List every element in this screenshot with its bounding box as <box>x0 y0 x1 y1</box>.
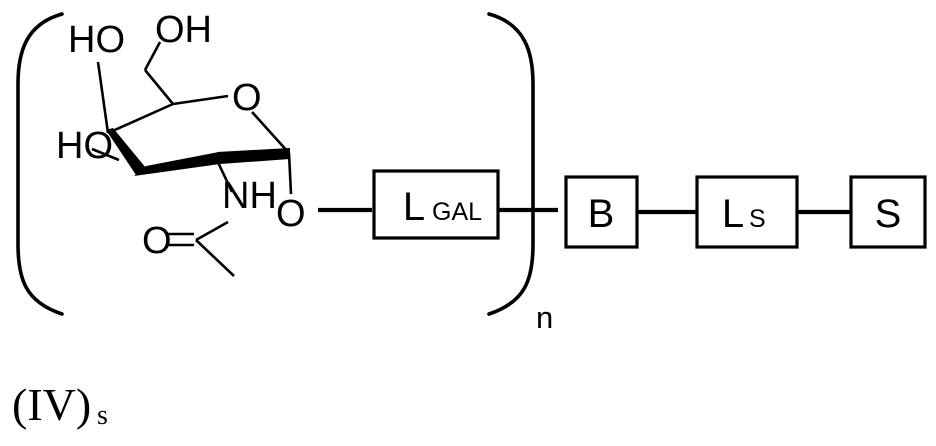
b-box-label-main: B <box>588 192 615 236</box>
label-ho-left: HO <box>56 125 113 167</box>
sugar-ring-wedge-bonds <box>106 128 290 176</box>
formula-label: (IV) <box>12 379 91 430</box>
lgal-box[interactable] <box>372 169 500 240</box>
acetamido-group <box>166 220 235 277</box>
sugar-ring-bonds <box>91 41 293 195</box>
s-box[interactable] <box>849 175 927 249</box>
label-nh: NH <box>222 175 277 217</box>
label-ho-top: HO <box>68 19 125 61</box>
lgal-box-label-main: L <box>403 185 425 229</box>
label-ring-oxygen: O <box>232 77 262 119</box>
label-glycosidic-oxygen: O <box>276 193 306 235</box>
lgal-box-label-sub: GAL <box>432 198 482 226</box>
formula-label-subscript: s <box>97 400 108 431</box>
ls-box-label-main: L <box>722 192 744 236</box>
s-box-label-main: S <box>875 192 902 236</box>
left-bracket <box>16 12 64 316</box>
ls-box[interactable] <box>695 175 799 249</box>
label-carbonyl-oxygen: O <box>142 220 172 262</box>
right-bracket <box>487 12 535 316</box>
label-oh-top: OH <box>155 9 212 51</box>
repeat-subscript-n: n <box>536 300 553 335</box>
ls-box-label-sub: S <box>749 205 766 233</box>
